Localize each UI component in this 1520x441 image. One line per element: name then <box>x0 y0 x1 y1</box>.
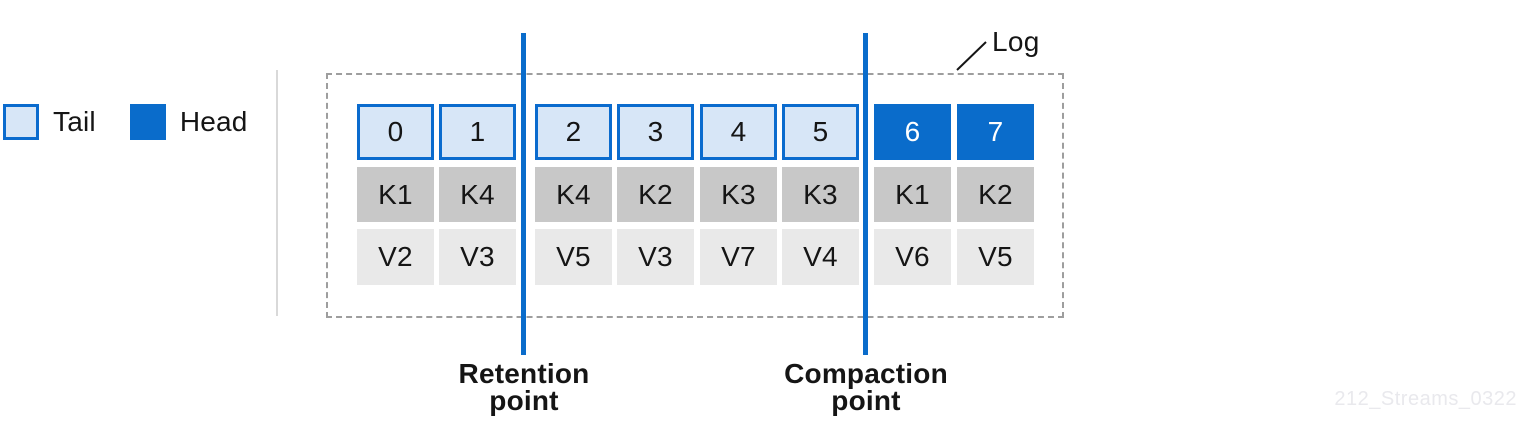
retention-label-line2: point <box>489 385 559 416</box>
watermark-text: 212_Streams_0322 <box>1334 388 1517 410</box>
log-column-3: 3 K2 V3 <box>617 104 694 285</box>
log-column-4: 4 K3 V7 <box>700 104 777 285</box>
retention-point-label: Retention point <box>404 358 644 416</box>
offset-cell-1: 1 <box>439 104 516 160</box>
log-column-0: 0 K1 V2 <box>357 104 434 285</box>
tail-label: Tail <box>53 106 96 137</box>
value-cell-4: V7 <box>700 229 777 285</box>
legend-item-tail: Tail <box>3 104 96 140</box>
value-cell-1: V3 <box>439 229 516 285</box>
log-column-5: 5 K3 V4 <box>782 104 859 285</box>
compaction-label-line2: point <box>831 385 901 416</box>
key-cell-3: K2 <box>617 167 694 222</box>
key-cell-2: K4 <box>535 167 612 222</box>
log-column-7: 7 K2 V5 <box>957 104 1034 285</box>
legend: Tail Head <box>3 104 248 140</box>
compaction-point-label: Compaction point <box>746 358 986 416</box>
value-cell-2: V5 <box>535 229 612 285</box>
log-label: Log <box>992 26 1040 57</box>
head-label: Head <box>179 106 248 137</box>
tail-swatch-icon <box>3 104 39 140</box>
key-cell-6: K1 <box>874 167 951 222</box>
compaction-point-line <box>863 33 868 355</box>
offset-cell-6: 6 <box>874 104 951 160</box>
legend-item-head: Head <box>129 104 248 140</box>
offset-cell-2: 2 <box>535 104 612 160</box>
value-cell-5: V4 <box>782 229 859 285</box>
head-swatch-icon <box>129 104 166 140</box>
divider-line <box>276 70 278 316</box>
log-column-1: 1 K4 V3 <box>439 104 516 285</box>
key-cell-7: K2 <box>957 167 1034 222</box>
log-boundary-box <box>326 73 1064 318</box>
offset-cell-5: 5 <box>782 104 859 160</box>
key-cell-5: K3 <box>782 167 859 222</box>
log-column-2: 2 K4 V5 <box>535 104 612 285</box>
offset-cell-4: 4 <box>700 104 777 160</box>
value-cell-6: V6 <box>874 229 951 285</box>
log-column-6: 6 K1 V6 <box>874 104 951 285</box>
value-cell-3: V3 <box>617 229 694 285</box>
offset-cell-7: 7 <box>957 104 1034 160</box>
offset-cell-3: 3 <box>617 104 694 160</box>
value-cell-0: V2 <box>357 229 434 285</box>
offset-cell-0: 0 <box>357 104 434 160</box>
retention-point-line <box>521 33 526 355</box>
retention-label-line1: Retention <box>458 358 590 389</box>
value-cell-7: V5 <box>957 229 1034 285</box>
key-cell-1: K4 <box>439 167 516 222</box>
key-cell-4: K3 <box>700 167 777 222</box>
key-cell-0: K1 <box>357 167 434 222</box>
compaction-label-line1: Compaction <box>784 358 948 389</box>
